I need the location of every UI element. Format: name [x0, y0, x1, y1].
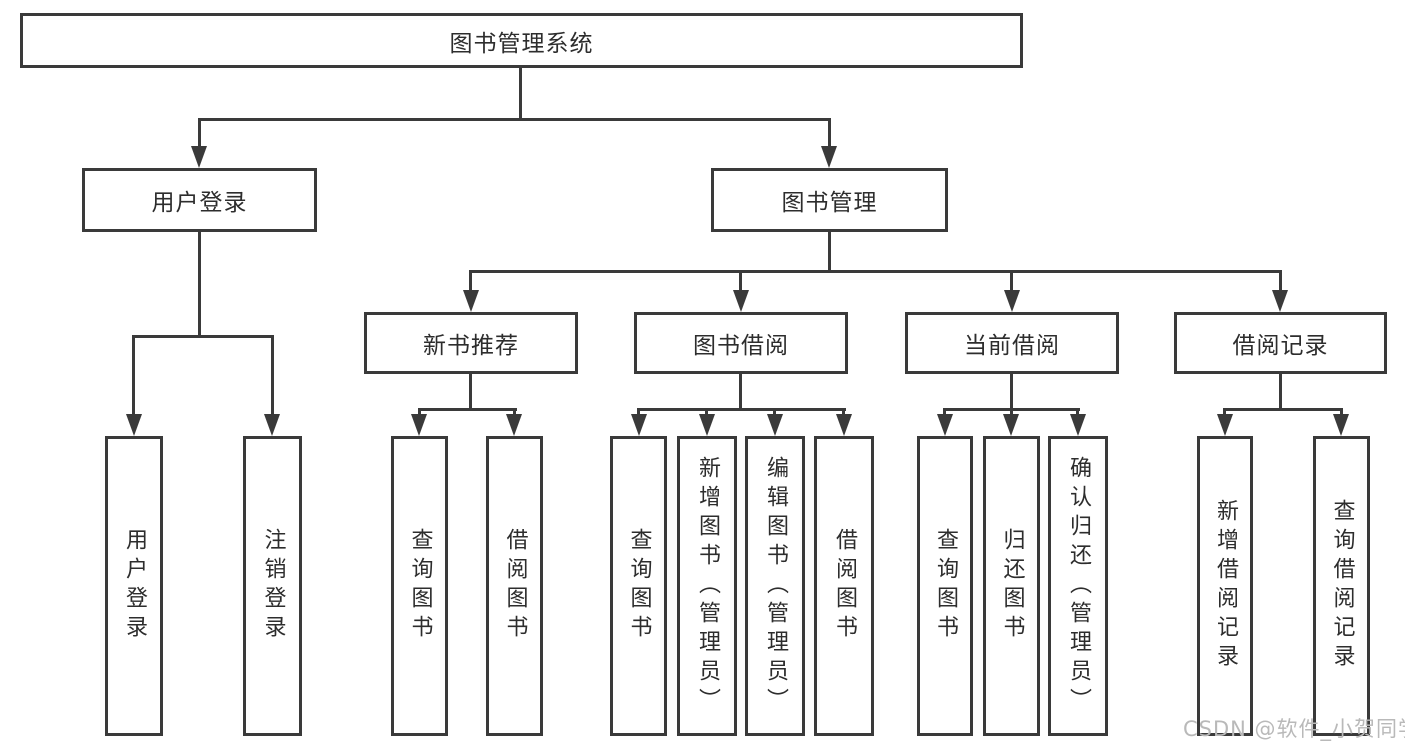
connector-vline — [1010, 374, 1013, 410]
arrow-down-icon — [411, 414, 427, 436]
connector-vline — [739, 270, 742, 292]
arrow-down-icon — [1070, 414, 1086, 436]
connector-vline — [469, 270, 472, 292]
node-book-management: 图书管理 — [711, 168, 948, 232]
connector-hline — [418, 408, 517, 411]
arrow-down-icon — [821, 146, 837, 168]
connector-vline — [198, 232, 201, 337]
node-current-borrow: 当前借阅 — [905, 312, 1119, 374]
leaf-logout: 注销登录 — [243, 436, 302, 736]
connector-hline — [132, 335, 274, 338]
connector-vline — [1279, 374, 1282, 410]
connector-hline — [469, 270, 1282, 273]
arrow-down-icon — [191, 146, 207, 168]
leaf-borrow-edit-books-admin: 编辑图书（管理员） — [745, 436, 805, 736]
node-new-book-recommend: 新书推荐 — [364, 312, 578, 374]
arrow-down-icon — [631, 414, 647, 436]
arrow-down-icon — [1333, 414, 1349, 436]
arrow-down-icon — [1217, 414, 1233, 436]
node-book-borrow: 图书借阅 — [634, 312, 848, 374]
connector-vline — [418, 408, 421, 416]
leaf-current-return-books: 归还图书 — [983, 436, 1040, 736]
connector-vline — [1340, 408, 1343, 416]
node-root: 图书管理系统 — [20, 13, 1023, 68]
leaf-records-query-record: 查询借阅记录 — [1313, 436, 1370, 736]
leaf-borrow-query-books: 查询图书 — [610, 436, 667, 736]
arrow-down-icon — [1272, 290, 1288, 312]
arrow-down-icon — [1004, 290, 1020, 312]
connector-hline — [198, 118, 831, 121]
node-borrow-records: 借阅记录 — [1174, 312, 1387, 374]
leaf-borrow-borrow-books: 借阅图书 — [814, 436, 874, 736]
connector-vline — [739, 374, 742, 410]
connector-vline — [705, 408, 708, 416]
arrow-down-icon — [264, 414, 280, 436]
connector-vline — [1010, 408, 1013, 416]
connector-vline — [469, 374, 472, 410]
arrow-down-icon — [1003, 414, 1019, 436]
leaf-borrow-add-books-admin: 新增图书（管理员） — [677, 436, 737, 736]
leaf-current-query-books: 查询图书 — [917, 436, 973, 736]
node-user-login: 用户登录 — [82, 168, 317, 232]
arrow-down-icon — [699, 414, 715, 436]
leaf-current-confirm-return-admin: 确认归还（管理员） — [1048, 436, 1108, 736]
arrow-down-icon — [836, 414, 852, 436]
leaf-records-add-record: 新增借阅记录 — [1197, 436, 1253, 736]
connector-vline — [1010, 270, 1013, 292]
arrow-down-icon — [767, 414, 783, 436]
watermark: CSDN @软件_小贺同学 — [1183, 717, 1405, 741]
connector-vline — [132, 335, 135, 415]
connector-hline — [1223, 408, 1343, 411]
connector-vline — [513, 408, 516, 416]
arrow-down-icon — [463, 290, 479, 312]
connector-vline — [943, 408, 946, 416]
connector-vline — [828, 232, 831, 272]
connector-vline — [1279, 270, 1282, 292]
connector-vline — [828, 118, 831, 148]
connector-vline — [198, 118, 201, 148]
connector-vline — [637, 408, 640, 416]
arrow-down-icon — [126, 414, 142, 436]
arrow-down-icon — [733, 290, 749, 312]
connector-vline — [271, 335, 274, 415]
connector-vline — [773, 408, 776, 416]
connector-vline — [519, 68, 522, 120]
leaf-recommend-query-books: 查询图书 — [391, 436, 448, 736]
connector-vline — [1076, 408, 1079, 416]
connector-vline — [1223, 408, 1226, 416]
arrow-down-icon — [937, 414, 953, 436]
connector-hline — [637, 408, 846, 411]
leaf-user-login: 用户登录 — [105, 436, 163, 736]
arrow-down-icon — [506, 414, 522, 436]
connector-vline — [842, 408, 845, 416]
leaf-recommend-borrow-books: 借阅图书 — [486, 436, 543, 736]
